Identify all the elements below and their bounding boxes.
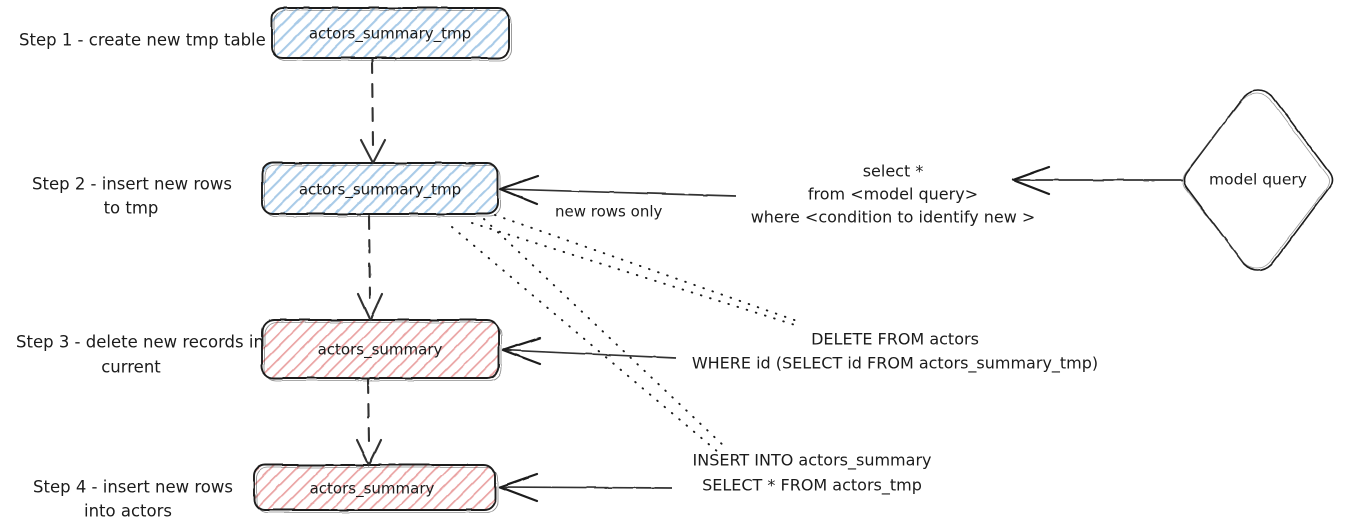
sql-line-1: DELETE FROM actors xyxy=(811,330,979,349)
edge-node1-to-node2 xyxy=(359,58,387,165)
node-shape xyxy=(253,464,496,511)
dotted-ref-node2-to-delete-sql xyxy=(471,214,801,326)
node-actors-summary-tmp-1[interactable]: actors_summary_tmp xyxy=(271,7,512,61)
arrowhead xyxy=(498,174,540,206)
sql-line-1: select * xyxy=(863,162,924,181)
edge-line xyxy=(499,188,737,197)
edge-line xyxy=(370,58,375,148)
sql-block-delete: DELETE FROM actors WHERE id (SELECT id F… xyxy=(692,330,1098,374)
dotted-ref-node2-to-insert-sql xyxy=(451,218,726,453)
step-label-3: Step 3 - delete new records in current xyxy=(16,333,264,377)
edge-line xyxy=(499,486,673,489)
step-label-line2: to tmp xyxy=(104,199,159,218)
edge-line xyxy=(502,349,677,359)
edge-node2-to-node3 xyxy=(356,214,384,322)
edge-label-new-rows-only: new rows only xyxy=(555,203,662,221)
node-shape xyxy=(261,319,500,379)
sql-line-3: where <condition to identify new > xyxy=(751,208,1036,227)
node-shape-sketch-outline xyxy=(264,165,501,217)
arrowhead xyxy=(356,292,384,322)
sql-block-model-query: select * from <model query> where <condi… xyxy=(751,162,1036,227)
step-label-line1: Step 3 - delete new records in xyxy=(16,333,264,352)
step-label-1: Step 1 - create new tmp table xyxy=(19,31,266,50)
sql-line-2: from <model query> xyxy=(808,185,978,204)
edge-diamond-to-model-sql xyxy=(1011,165,1183,196)
arrowhead xyxy=(1011,165,1051,196)
sql-line-2: WHERE id (SELECT id FROM actors_summary_… xyxy=(692,354,1098,374)
step-label-line2: current xyxy=(101,358,161,377)
edge-node3-to-node4 xyxy=(355,378,383,467)
arrowhead xyxy=(501,336,542,366)
node-label: actors_summary_tmp xyxy=(299,181,461,200)
node-actors-summary-1[interactable]: actors_summary xyxy=(261,319,502,381)
edge-model-sql-to-node2 xyxy=(498,174,737,206)
node-label: actors_summary xyxy=(318,341,443,360)
sql-line-2: SELECT * FROM actors_tmp xyxy=(702,476,922,496)
step-label-4: Step 4 - insert new rows into actors xyxy=(33,478,233,521)
node-label: model query xyxy=(1209,171,1307,189)
node-shape xyxy=(261,162,499,215)
step-label-line1: Step 2 - insert new rows xyxy=(32,175,232,194)
node-shape-sketch-outline xyxy=(264,322,502,381)
step-label-line1: Step 1 - create new tmp table xyxy=(19,31,266,50)
dotted-line xyxy=(494,214,801,323)
node-actors-summary-tmp-2[interactable]: actors_summary_tmp xyxy=(261,162,501,217)
edge-line xyxy=(366,378,371,445)
step-label-2: Step 2 - insert new rows to tmp xyxy=(32,175,232,218)
node-shape-sketch-outline xyxy=(1182,92,1330,269)
arrowhead xyxy=(359,138,387,165)
node-label: actors_summary_tmp xyxy=(309,25,471,44)
node-actors-summary-2[interactable]: actors_summary xyxy=(253,464,498,513)
edge-line xyxy=(367,214,372,300)
dotted-line xyxy=(451,226,719,453)
step-label-line2: into actors xyxy=(84,502,172,521)
edge-delete-sql-to-node3 xyxy=(501,336,677,366)
arrowhead xyxy=(498,472,539,503)
node-shape xyxy=(271,7,510,59)
edge-insert-sql-to-node4 xyxy=(498,472,673,503)
node-label: actors_summary xyxy=(310,480,435,499)
arrowhead xyxy=(355,438,383,467)
sql-line-1: INSERT INTO actors_summary xyxy=(693,451,932,471)
node-shape-sketch-outline xyxy=(256,467,498,513)
sql-block-insert: INSERT INTO actors_summary SELECT * FROM… xyxy=(693,451,932,496)
node-model-query[interactable]: model query xyxy=(1182,89,1333,271)
node-shape-sketch-outline xyxy=(274,10,512,61)
dotted-line xyxy=(471,222,796,326)
step-label-line1: Step 4 - insert new rows xyxy=(33,478,233,497)
